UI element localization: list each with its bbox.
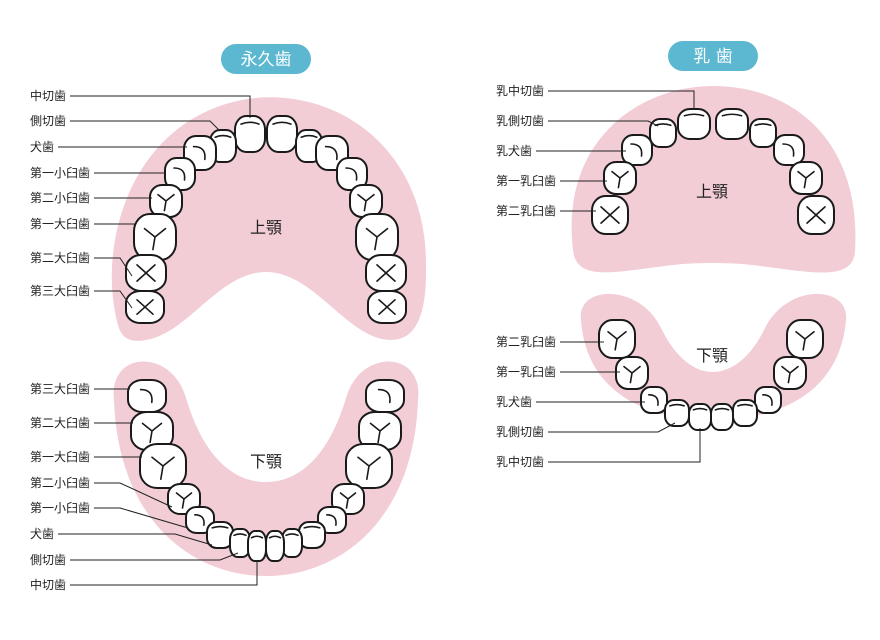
permanent-lower-canine-tooth xyxy=(127,379,167,413)
primary-upper-canine-tooth xyxy=(773,134,805,166)
primary-upper-molar-tooth xyxy=(603,161,637,195)
permanent-lower-incisor-tooth xyxy=(247,530,267,562)
permanent-lower-jaw-label: 下顎 xyxy=(250,452,282,471)
tooth-label: 中切歯 xyxy=(30,88,66,103)
tooth-label: 第一大臼歯 xyxy=(30,449,90,464)
tooth-label: 乳側切歯 xyxy=(496,425,544,439)
primary-lower-jaw-label: 下顎 xyxy=(696,346,728,365)
leader-line xyxy=(548,120,659,127)
permanent-upper-molar-tooth xyxy=(125,254,167,292)
tooth-label: 側切歯 xyxy=(30,114,66,128)
tooth-label: 第一乳臼歯 xyxy=(496,173,556,188)
primary-lower-canine-tooth xyxy=(754,386,782,414)
leader-line xyxy=(70,560,258,586)
primary-teeth-badge: 乳 歯 xyxy=(668,41,758,71)
tooth-label: 乳中切歯 xyxy=(496,83,544,98)
tooth-label: 第二大臼歯 xyxy=(30,415,90,430)
leader-line xyxy=(548,90,695,110)
tooth-label: 乳中切歯 xyxy=(496,454,544,469)
tooth-label: 側切歯 xyxy=(30,553,66,567)
primary-lower-molar-tooth xyxy=(598,319,636,359)
tooth-label: 第一大臼歯 xyxy=(30,216,90,231)
primary-upper-incisor-tooth xyxy=(677,108,711,140)
leader-line xyxy=(94,507,189,529)
primary-upper-incisor-tooth xyxy=(749,118,777,148)
tooth-label: 第一小臼歯 xyxy=(30,165,90,180)
primary-lower-incisor-tooth xyxy=(710,403,734,431)
tooth-label: 乳犬歯 xyxy=(496,395,532,409)
tooth-label: 犬歯 xyxy=(30,527,54,541)
permanent-upper-incisor-tooth xyxy=(234,115,266,153)
leader-line xyxy=(94,257,133,277)
primary-upper-canine-tooth xyxy=(621,134,653,166)
primary-upper-molar-tooth xyxy=(797,195,835,235)
primary-upper-molar-tooth xyxy=(789,161,823,195)
permanent-lower-molar-tooth xyxy=(167,483,201,515)
tooth-label: 犬歯 xyxy=(30,140,54,154)
permanent-upper-jaw-label: 上顎 xyxy=(250,218,282,237)
tooth-label: 第二小臼歯 xyxy=(30,190,90,205)
tooth-label: 第三大臼歯 xyxy=(30,381,90,396)
tooth-label: 第二大臼歯 xyxy=(30,250,90,265)
permanent-lower-molar-tooth xyxy=(331,483,365,515)
permanent-lower-canine-tooth xyxy=(185,506,215,534)
tooth-label: 第三大臼歯 xyxy=(30,283,90,298)
permanent-upper-molar-tooth xyxy=(133,213,177,261)
primary-lower-incisor-tooth xyxy=(688,403,712,431)
permanent-upper-molar-tooth xyxy=(365,254,407,292)
tooth-label: 第二小臼歯 xyxy=(30,475,90,490)
permanent-upper-molar-tooth xyxy=(349,184,383,218)
primary-upper-jaw-label: 上顎 xyxy=(696,182,728,201)
leader-line xyxy=(548,422,676,433)
leader-line xyxy=(70,120,221,132)
primary-lower-incisor-tooth xyxy=(664,399,690,427)
primary-teeth-title: 乳 歯 xyxy=(693,47,732,67)
permanent-teeth-title: 永久歯 xyxy=(241,50,292,70)
tooth-label: 第二乳臼歯 xyxy=(496,203,556,218)
leader-line xyxy=(58,533,213,546)
permanent-lower-canine-tooth xyxy=(317,506,347,534)
permanent-upper-molar-tooth xyxy=(149,184,183,218)
primary-upper-molar-tooth xyxy=(591,195,629,235)
primary-upper-incisor-tooth xyxy=(649,118,677,148)
permanent-teeth-badge: 永久歯 xyxy=(221,44,311,74)
permanent-lower-incisor-tooth xyxy=(265,530,285,562)
permanent-upper-molar-tooth xyxy=(355,213,399,261)
primary-lower-molar-tooth xyxy=(786,319,824,359)
primary-lower-incisor-tooth xyxy=(732,399,758,427)
tooth-label: 乳犬歯 xyxy=(496,144,532,158)
permanent-lower-incisor-tooth xyxy=(281,528,303,558)
primary-upper-incisor-tooth xyxy=(715,108,749,140)
primary-lower-molar-tooth xyxy=(615,356,649,390)
tooth-label: 第二乳臼歯 xyxy=(496,334,556,349)
permanent-lower-molar-tooth xyxy=(139,443,187,489)
permanent-upper-incisor-tooth xyxy=(266,115,298,153)
leader-line xyxy=(548,428,701,463)
primary-lower-canine-tooth xyxy=(640,386,668,414)
permanent-upper-molar-tooth xyxy=(125,290,165,324)
permanent-lower-molar-tooth xyxy=(130,411,174,451)
tooth-label: 中切歯 xyxy=(30,577,66,592)
leader-line xyxy=(70,95,251,118)
primary-lower-molar-tooth xyxy=(773,356,807,390)
tooth-label: 乳側切歯 xyxy=(496,114,544,128)
leader-line xyxy=(94,290,133,309)
permanent-lower-molar-tooth xyxy=(358,411,402,451)
leader-line xyxy=(94,482,173,508)
tooth-label: 第一小臼歯 xyxy=(30,500,90,515)
tooth-label: 第一乳臼歯 xyxy=(496,364,556,379)
primary-upper-gum xyxy=(571,86,856,273)
permanent-upper-molar-tooth xyxy=(367,290,407,324)
permanent-lower-canine-tooth xyxy=(365,379,405,413)
permanent-lower-molar-tooth xyxy=(345,443,393,489)
leader-line xyxy=(70,552,239,561)
